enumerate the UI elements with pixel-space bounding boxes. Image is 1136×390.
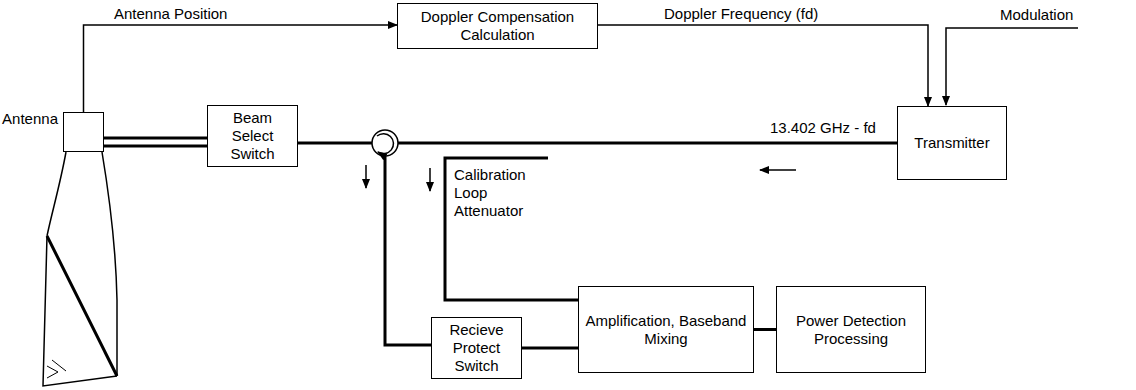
node-text: Doppler Compensation Calculation [402,8,593,44]
direction-arrow [760,169,796,171]
antenna-feed: Antenna [63,112,104,152]
switch-box: Recieve Protect Switch [431,317,522,379]
antenna-reflector [43,152,117,386]
calibration-loop [445,158,578,300]
rf-line [385,156,431,345]
text-group: Amplification, Baseband Mixing [583,312,749,348]
direction-arrow [429,168,431,191]
edge-label: Antenna Position [112,5,229,23]
text-group: Doppler Compensation Calculation [402,8,593,44]
node-text: Beam Select Switch [212,109,293,163]
modulation-line [946,28,1078,105]
process-box: Doppler Compensation Calculation [397,3,598,49]
text-group: Recieve Protect Switch [436,321,517,375]
connector [598,25,928,106]
rf-line [298,142,372,145]
node-text: Power Detection Processing [781,312,921,348]
direction-arrow [365,165,367,188]
node-label: Antenna [2,110,58,128]
node-text: Amplification, Baseband Mixing [583,312,749,348]
connector [84,25,398,112]
connector [522,347,578,350]
edge-label: Doppler Frequency (fd) [662,5,820,23]
text-group: Beam Select Switch [212,109,293,163]
switch-box: Beam Select Switch [207,105,298,167]
text-group: Power Detection Processing [781,312,921,348]
rf-line [398,142,897,145]
process-box: Amplification, Baseband Mixing [578,286,754,373]
component-label: Calibration Loop Attenuator [452,166,548,220]
connector [104,137,207,140]
process-box: Transmitter [897,106,1007,180]
connector [104,145,207,148]
node-text: Transmitter [914,134,989,152]
process-box: Power Detection Processing [776,286,926,373]
text-group: Transmitter [914,134,989,152]
circulator-symbol [372,130,398,156]
frequency-label: 13.402 GHz - fd [768,119,878,137]
node-text: Recieve Protect Switch [436,321,517,375]
connector [754,328,776,331]
signal-label: Modulation [998,6,1075,24]
